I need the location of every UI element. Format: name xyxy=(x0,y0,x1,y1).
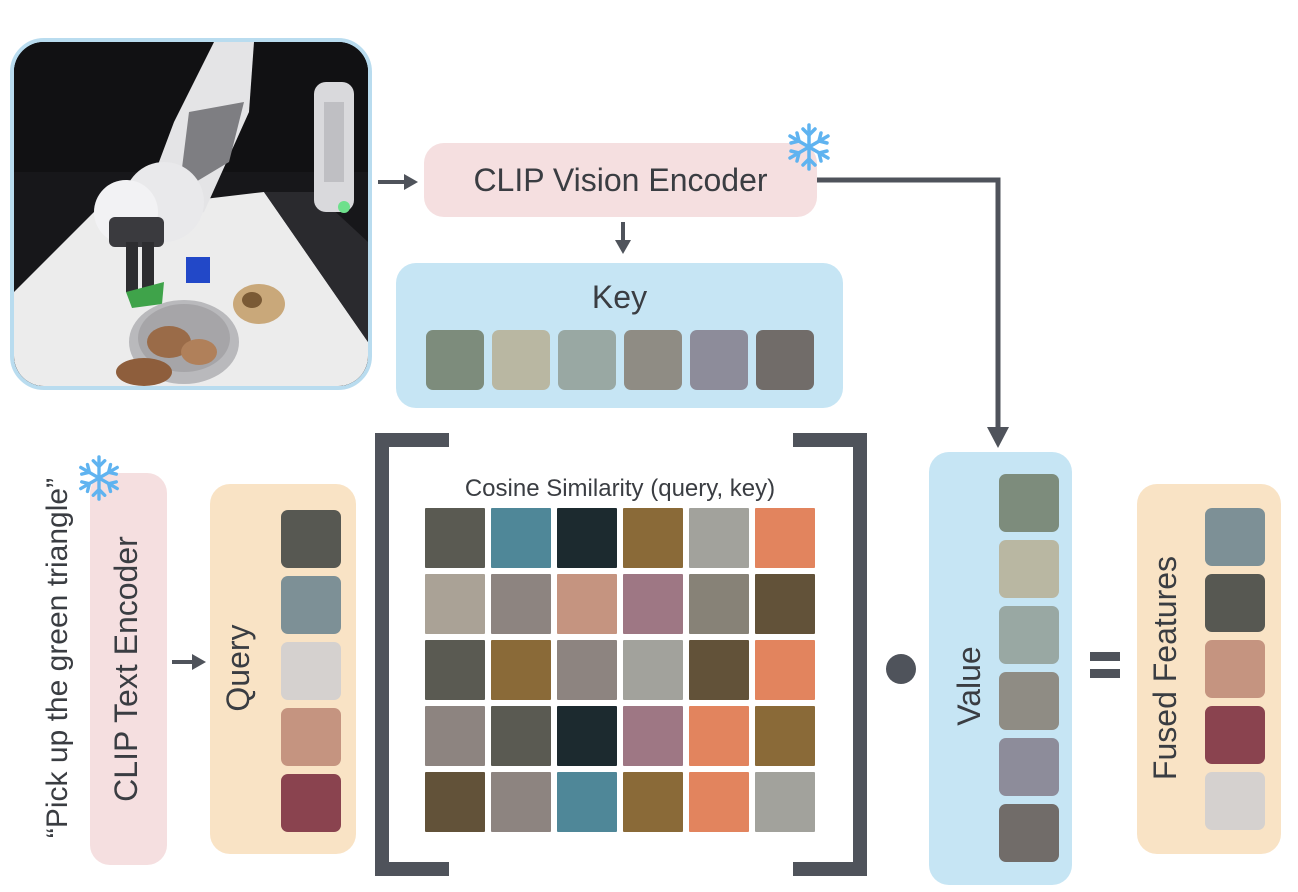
similarity-cell-r2-c4 xyxy=(623,574,683,634)
query-token-1 xyxy=(281,510,341,568)
similarity-cell-r3-c4 xyxy=(623,640,683,700)
clip-vision-encoder-label: CLIP Vision Encoder xyxy=(473,162,768,198)
clip-text-encoder-box: CLIP Text Encoder xyxy=(90,473,167,865)
clip-vision-encoder-box: CLIP Vision Encoder xyxy=(424,143,817,217)
key-box: Key xyxy=(396,263,843,408)
similarity-cell-r2-c2 xyxy=(491,574,551,634)
value-label: Value xyxy=(951,646,987,726)
similarity-cell-r2-c1 xyxy=(425,574,485,634)
cosine-similarity-label: Cosine Similarity (query, key) xyxy=(464,475,776,502)
fused-token-2 xyxy=(1205,574,1265,632)
snowflake-icon xyxy=(788,123,830,171)
query-token-3 xyxy=(281,642,341,700)
fused-features-box: Fused Features xyxy=(1137,484,1281,854)
similarity-cell-r5-c6 xyxy=(755,772,815,832)
fused-token-1 xyxy=(1205,508,1265,566)
arrow-text-to-query xyxy=(172,654,206,670)
similarity-cell-r1-c4 xyxy=(623,508,683,568)
fused-token-5 xyxy=(1205,772,1265,830)
value-token-3 xyxy=(999,606,1059,664)
similarity-cell-r1-c2 xyxy=(491,508,551,568)
similarity-cell-r5-c4 xyxy=(623,772,683,832)
arrow-photo-to-encoder xyxy=(378,174,418,190)
right-bracket xyxy=(793,433,867,876)
similarity-cell-r1-c3 xyxy=(557,508,617,568)
snowflake-icon xyxy=(79,455,119,501)
arrow-encoder-to-key xyxy=(615,222,631,254)
similarity-cell-r4-c6 xyxy=(755,706,815,766)
similarity-cell-r2-c5 xyxy=(689,574,749,634)
fused-features-label: Fused Features xyxy=(1147,555,1183,781)
query-label: Query xyxy=(220,624,256,712)
key-token-5 xyxy=(690,330,748,390)
similarity-cell-r3-c1 xyxy=(425,640,485,700)
value-token-6 xyxy=(999,804,1059,862)
value-token-1 xyxy=(999,474,1059,532)
value-box: Value xyxy=(929,452,1072,885)
value-token-2 xyxy=(999,540,1059,598)
clip-text-encoder-label: CLIP Text Encoder xyxy=(108,536,144,802)
similarity-cell-r1-c5 xyxy=(689,508,749,568)
similarity-cell-r5-c1 xyxy=(425,772,485,832)
key-token-1 xyxy=(426,330,484,390)
similarity-cell-r5-c2 xyxy=(491,772,551,832)
instruction-container: “Pick up the green triangle” xyxy=(38,442,82,874)
similarity-cell-r3-c3 xyxy=(557,640,617,700)
key-token-6 xyxy=(756,330,814,390)
fused-token-4 xyxy=(1205,706,1265,764)
similarity-cell-r4-c5 xyxy=(689,706,749,766)
similarity-cell-r5-c3 xyxy=(557,772,617,832)
key-token-2 xyxy=(492,330,550,390)
dot-product-operator xyxy=(886,654,916,684)
key-token-3 xyxy=(558,330,616,390)
query-box: Query xyxy=(210,484,356,854)
query-token-2 xyxy=(281,576,341,634)
similarity-cell-r4-c1 xyxy=(425,706,485,766)
arrow-encoder-to-value xyxy=(817,177,1009,448)
query-token-5 xyxy=(281,774,341,832)
similarity-cell-r3-c5 xyxy=(689,640,749,700)
similarity-cell-r4-c2 xyxy=(491,706,551,766)
key-label: Key xyxy=(591,279,648,315)
value-token-5 xyxy=(999,738,1059,796)
similarity-matrix xyxy=(425,508,817,832)
similarity-cell-r3-c6 xyxy=(755,640,815,700)
instruction-text: “Pick up the green triangle” xyxy=(41,477,74,839)
fused-token-3 xyxy=(1205,640,1265,698)
similarity-cell-r2-c6 xyxy=(755,574,815,634)
key-token-4 xyxy=(624,330,682,390)
similarity-cell-r4-c4 xyxy=(623,706,683,766)
similarity-cell-r3-c2 xyxy=(491,640,551,700)
similarity-cell-r2-c3 xyxy=(557,574,617,634)
similarity-cell-r5-c5 xyxy=(689,772,749,832)
robot-scene-image xyxy=(10,38,372,390)
similarity-cell-r4-c3 xyxy=(557,706,617,766)
similarity-cell-r1-c1 xyxy=(425,508,485,568)
query-token-4 xyxy=(281,708,341,766)
left-bracket xyxy=(375,433,449,876)
similarity-cell-r1-c6 xyxy=(755,508,815,568)
equals-operator xyxy=(1090,652,1120,680)
robot-scene-illustration xyxy=(14,42,368,386)
value-token-4 xyxy=(999,672,1059,730)
